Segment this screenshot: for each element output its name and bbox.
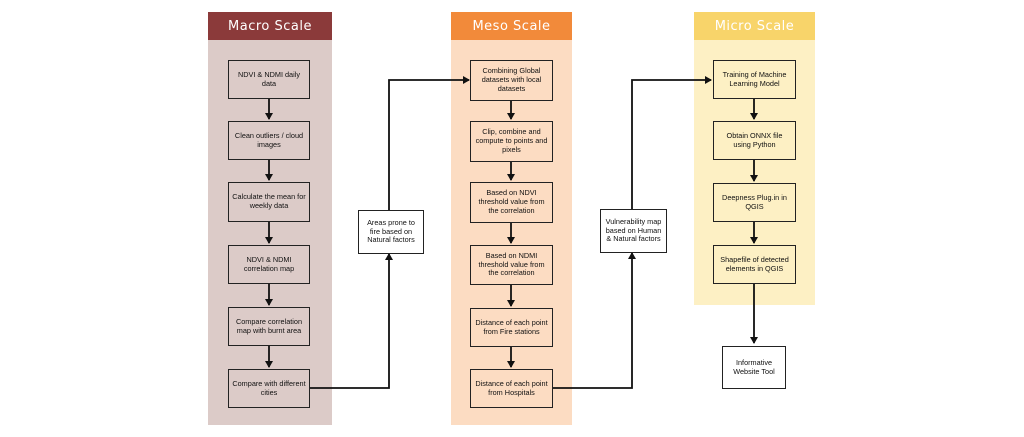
meso-step-1: Combining Global datasets with local dat… <box>470 60 553 101</box>
macro-step-5: Compare correlation map with burnt area <box>228 307 310 346</box>
macro-step-2: Clean outliers / cloud images <box>228 121 310 160</box>
link-box-natural-factors: Areas prone to fire based on Natural fac… <box>358 210 424 254</box>
link-box-human-natural-factors: Vulnerability map based on Human & Natur… <box>600 209 667 253</box>
macro-header: Macro Scale <box>208 12 332 40</box>
macro-step-4: NDVI & NDMI correlation map <box>228 245 310 284</box>
micro-step-4: Shapefile of detected elements in QGIS <box>713 245 796 284</box>
macro-panel <box>208 40 332 425</box>
macro-step-3: Calculate the mean for weekly data <box>228 182 310 222</box>
meso-step-2: Clip, combine and compute to points and … <box>470 121 553 162</box>
meso-step-5: Distance of each point from Fire station… <box>470 308 553 347</box>
meso-step-3: Based on NDVI threshold value from the c… <box>470 182 553 223</box>
macro-step-6: Compare with different cities <box>228 369 310 408</box>
output-box: Informative Website Tool <box>722 346 786 389</box>
macro-step-1: NDVI & NDMI daily data <box>228 60 310 99</box>
micro-step-3: Deepness Plug.in in QGIS <box>713 183 796 222</box>
micro-step-1: Training of Machine Learning Model <box>713 60 796 99</box>
micro-header: Micro Scale <box>694 12 815 40</box>
micro-step-2: Obtain ONNX file using Python <box>713 121 796 160</box>
meso-header: Meso Scale <box>451 12 572 40</box>
meso-step-6: Distance of each point from Hospitals <box>470 369 553 408</box>
meso-step-4: Based on NDMI threshold value from the c… <box>470 245 553 285</box>
